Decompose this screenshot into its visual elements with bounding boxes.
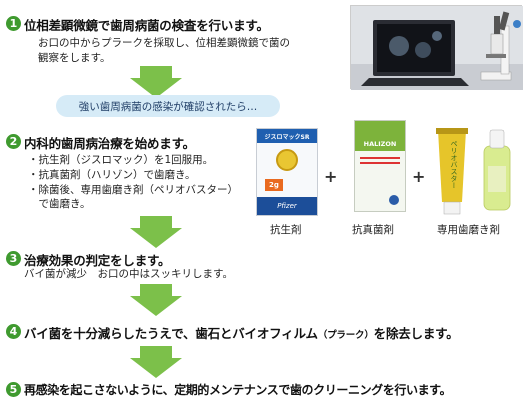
microscope-photo-illustration <box>351 6 523 90</box>
down-arrow-icon <box>130 346 182 378</box>
antibiotic-box-brandband: ジスロマックSR <box>257 129 317 143</box>
antifungal-label: 抗真菌剤 <box>352 224 394 236</box>
step-2-desc-line3: ・除菌後、専用歯磨き剤（ペリオバスター） <box>28 184 238 196</box>
step-5-number: 5 <box>6 382 21 397</box>
antifungal-logo-icon <box>389 195 399 205</box>
antifungal-product-box: HALIZON <box>354 120 406 212</box>
step-1-desc-line1: お口の中からプラークを採取し、位相差顕微鏡で菌の <box>38 37 290 49</box>
step-4-number: 4 <box>6 324 21 339</box>
down-arrow-icon <box>130 284 182 316</box>
step-2-number: 2 <box>6 134 21 149</box>
step-2-desc-line2: ・抗真菌剤（ハリゾン）で歯磨き。 <box>28 169 196 181</box>
step-4-title-end: を除去します。 <box>373 326 459 341</box>
step-2-desc-line4: で歯磨き。 <box>28 198 91 210</box>
infection-notice: 強い歯周病菌の感染が確認されたら… <box>56 95 280 117</box>
toothpaste-label: 専用歯磨き剤 <box>437 224 500 236</box>
step-1-number: 1 <box>6 16 21 31</box>
microscope-photo <box>350 5 523 90</box>
antifungal-box-stripe-2 <box>360 162 400 164</box>
step-3-desc: バイ菌が減少 お口の中はスッキリします。 <box>24 268 233 280</box>
step-4-title-main: バイ菌を十分減らしたうえで、歯石とバイオフィルム <box>24 326 318 341</box>
pill-icon <box>276 149 298 171</box>
antifungal-box-brandband: HALIZON <box>355 121 405 151</box>
step-2-title: 内科的歯周病治療を始めます。 <box>24 136 195 151</box>
antibiotic-dose-badge: 2g <box>265 179 283 191</box>
step-5-title: 再感染を起こさないように、定期的メンテナンスで歯のクリーニングを行います。 <box>24 383 452 397</box>
step-4-title: バイ菌を十分減らしたうえで、歯石とバイオフィルム（プラーク）を除去します。 <box>24 323 459 342</box>
antibiotic-box-maker: Pfizer <box>257 197 317 215</box>
antibiotic-product-box: ジスロマックSR 2g Pfizer <box>256 128 318 216</box>
toothpaste-product: ペリオバスター <box>432 126 526 218</box>
toothpaste-tube-label: ペリオバスター <box>450 140 458 189</box>
step-2-desc-line1: ・抗生剤（ジスロマック）を1回服用。 <box>28 154 214 166</box>
antifungal-box-stripe <box>360 157 400 159</box>
plus-sign-1: + <box>324 167 338 186</box>
antibiotic-label: 抗生剤 <box>270 224 302 236</box>
step-1-desc-line2: 観察をします。 <box>38 52 111 64</box>
step-3-number: 3 <box>6 251 21 266</box>
down-arrow-icon <box>130 66 182 98</box>
toothpaste-illustration <box>436 128 511 215</box>
step-4-title-small: （プラーク） <box>317 330 374 341</box>
plus-sign-2: + <box>412 167 426 186</box>
step-1-title: 位相差顕微鏡で歯周病菌の検査を行います。 <box>24 18 269 33</box>
down-arrow-icon <box>130 216 182 248</box>
step-3-title: 治療効果の判定をします。 <box>24 253 171 268</box>
